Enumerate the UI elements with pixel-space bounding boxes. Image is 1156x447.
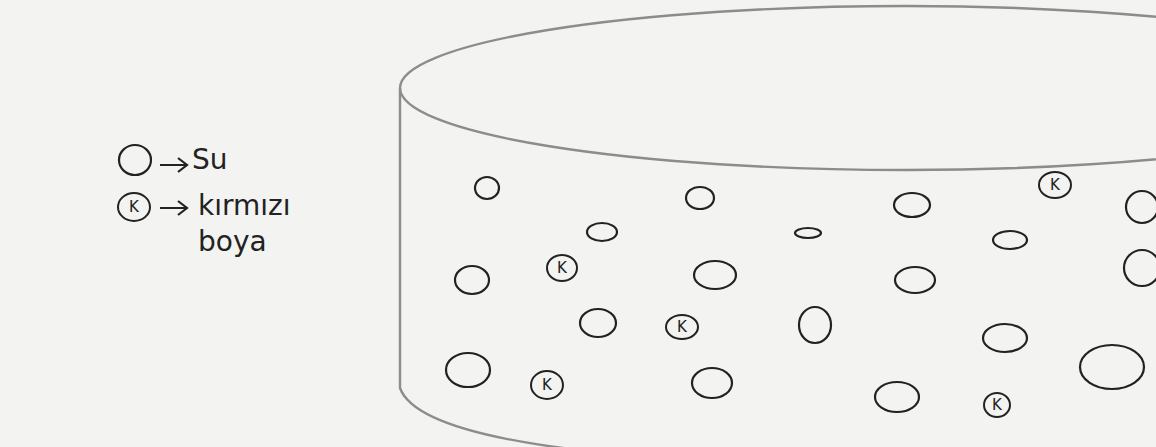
dye-label: K [992,398,1002,413]
water-molecule [993,231,1027,249]
water-molecule [983,324,1027,352]
water-molecule [692,368,732,398]
water-molecule [446,353,490,387]
legend-symbols [119,145,187,215]
water-molecule [1080,345,1144,389]
beaker-wall [400,88,640,447]
water-molecule [795,228,821,238]
water-molecule [1126,191,1156,223]
water-molecule [895,267,935,293]
dye-label: K [677,320,687,335]
water-molecule [875,382,919,412]
water-molecule [1124,250,1156,286]
dye-label: K [557,261,567,276]
dye-molecule: K [546,254,578,282]
water-molecules [446,177,1156,412]
water-molecule [894,193,930,217]
dye-label: K [1050,178,1060,193]
dye-molecule: K [1038,171,1072,199]
water-molecule [455,266,489,294]
legend-arrow [160,201,187,215]
legend-label: Su [192,142,272,178]
legend-water-sample [119,145,151,175]
dye-molecule: K [530,370,564,400]
water-molecule [580,309,616,337]
dye-molecule: K [665,314,699,340]
legend-label: kırmızı boya [198,188,316,260]
beaker-outline [400,6,1156,447]
water-molecule [694,261,736,289]
beaker-rim [400,6,1156,170]
dye-label: K [129,200,139,215]
water-molecule [587,223,617,241]
water-molecule [799,307,831,343]
water-molecule [686,187,714,209]
dye-molecule: K [983,392,1011,418]
dye-molecule: K [117,192,151,222]
legend-arrow [160,158,187,172]
water-molecule [475,177,499,199]
dye-label: K [542,378,552,393]
